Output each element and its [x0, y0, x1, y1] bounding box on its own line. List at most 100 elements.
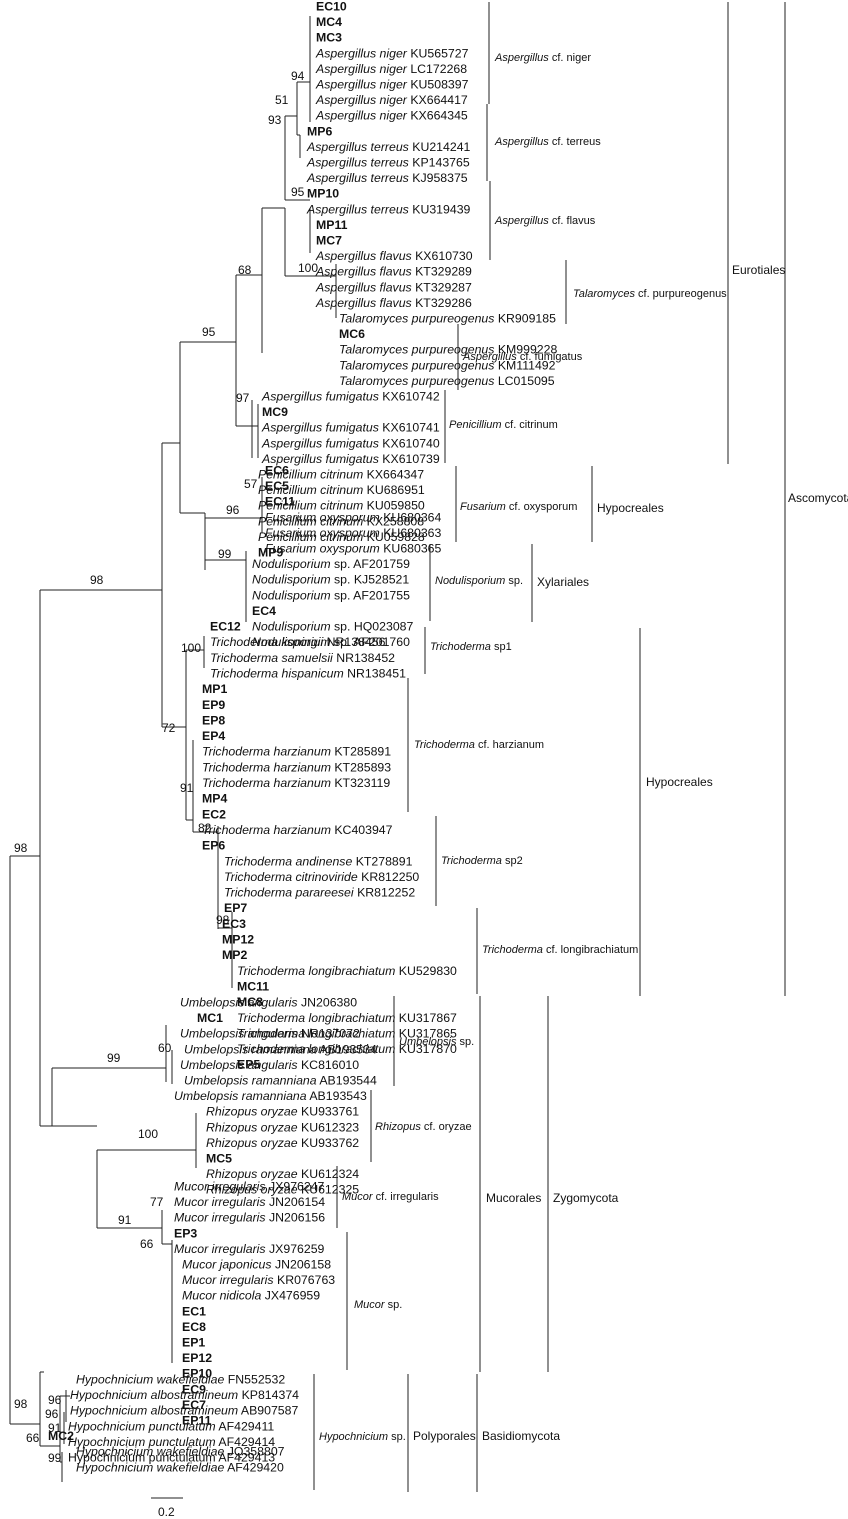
taxon-accession: sp. HQ023087 — [334, 620, 413, 634]
taxon-species: Aspergillus flavus — [315, 296, 412, 310]
taxon-reference: Trichoderma harzianum KT285891 — [202, 745, 391, 759]
taxon-reference: Hypochnicium wakefieldiae FN552532 — [76, 1373, 285, 1387]
taxon-accession: KU317867 — [399, 1011, 457, 1025]
taxon-accession: KT278891 — [356, 854, 413, 868]
taxon-species: Umbelopsis ramanniana — [184, 1042, 317, 1056]
bootstrap-value: 91 — [48, 1421, 62, 1435]
taxon-reference: Hypochnicium wakefieldiae AF429420 — [76, 1460, 284, 1474]
phylum-label: Basidiomycota — [482, 1429, 560, 1443]
taxon-reference: Aspergillus flavus KT329287 — [315, 280, 472, 294]
taxon-accession: KT329286 — [415, 296, 472, 310]
taxon-species: Trichoderma koningii — [210, 635, 324, 649]
taxon-species: Talaromyces purpureogenus — [339, 343, 494, 357]
taxon-accession: KU059828 — [367, 530, 425, 544]
taxon-species: Mucor irregularis — [174, 1195, 266, 1209]
species-group-label: Aspergillus cf. terreus — [494, 136, 601, 148]
taxon-reference: Aspergillus fumigatus KX610742 — [261, 390, 440, 404]
species-group-label: Rhizopus cf. oryzae — [375, 1121, 472, 1133]
taxon-species: Penicillium citrinum — [258, 499, 363, 513]
taxon-accession: KU933761 — [301, 1105, 359, 1119]
taxon-accession: AB193543 — [309, 1089, 367, 1103]
taxon-accession: KU317870 — [399, 1042, 457, 1056]
taxon-species: Aspergillus niger — [315, 62, 408, 76]
taxon-isolate: MC4 — [316, 15, 342, 29]
taxon-isolate: EP10 — [182, 1367, 212, 1381]
taxon-reference: Trichoderma longibrachiatum KU317870 — [237, 1042, 457, 1056]
taxon-accession: sp. KJ528521 — [334, 573, 409, 587]
taxon-reference: Rhizopus oryzae KU612324 — [206, 1167, 359, 1181]
taxon-species: Fusarium oxysporum — [265, 510, 380, 524]
taxon-species: Hypochnicium albostramineum — [70, 1388, 238, 1402]
taxon-reference: Aspergillus terreus KU214241 — [306, 140, 471, 154]
taxon-accession: KP143765 — [412, 156, 470, 170]
taxon-reference: Umbelopsis ramanniana AB193544 — [184, 1074, 377, 1088]
bootstrap-value: 99 — [48, 1451, 62, 1465]
taxon-species: Aspergillus flavus — [315, 265, 412, 279]
taxon-species: Rhizopus oryzae — [206, 1120, 298, 1134]
taxon-reference: Trichoderma citrinoviride KR812250 — [224, 870, 419, 884]
taxon-species: Trichoderma harzianum — [202, 776, 331, 790]
scale-bar: 0.2 — [151, 1497, 183, 1519]
species-group-label: Fusarium cf. oxysporum — [460, 501, 577, 513]
taxon-accession: AF429411 — [218, 1419, 274, 1433]
taxon-species: Aspergillus fumigatus — [261, 421, 379, 435]
taxon-accession: KP814374 — [242, 1388, 300, 1402]
taxon-isolate: EC10 — [316, 0, 347, 14]
taxon-species: Hypochnicium punctulatum — [68, 1435, 216, 1449]
group-qualifier: sp. — [385, 1299, 403, 1311]
taxon-reference: Rhizopus oryzae KU933761 — [206, 1105, 359, 1119]
group-qualifier: cf. flavus — [549, 215, 596, 227]
taxon-reference: Rhizopus oryzae KU612325 — [206, 1183, 359, 1197]
taxon-species: Umbelopsis ramanniana — [174, 1089, 307, 1103]
taxon-reference: Mucor irregularis JN206154 — [174, 1195, 325, 1209]
taxon-reference: Rhizopus oryzae KU933762 — [206, 1136, 359, 1150]
taxon-isolate: EC3 — [222, 917, 246, 931]
taxon-species: Fusarium oxysporum — [265, 526, 380, 540]
taxon-species: Aspergillus flavus — [315, 280, 412, 294]
species-group-label: Trichoderma cf. harzianum — [414, 739, 544, 751]
taxon-reference: Aspergillus flavus KT329286 — [315, 296, 472, 310]
taxon-accession: NR138452 — [336, 651, 395, 665]
taxon-reference: Nodulisporium sp. AF201760 — [252, 635, 410, 649]
order-label: Eurotiales — [732, 263, 785, 277]
taxon-species: Nodulisporium — [252, 573, 331, 587]
taxon-species: Fusarium oxysporum — [265, 542, 380, 556]
order-label: Hypocreales — [597, 501, 664, 515]
taxon-species: Hypochnicium wakefieldiae — [76, 1445, 224, 1459]
taxon-reference: Talaromyces purpureogenus KR909185 — [339, 312, 556, 326]
bootstrap-value: 72 — [162, 721, 176, 735]
taxon-species: Trichoderma samuelsii — [210, 651, 334, 665]
group-qualifier: cf. harzianum — [475, 739, 544, 751]
taxon-accession: KR812250 — [361, 870, 419, 884]
group-genus: Penicillium — [449, 419, 502, 431]
taxon-accession: JN206158 — [275, 1258, 331, 1272]
taxon-reference: Rhizopus oryzae KU612323 — [206, 1120, 359, 1134]
taxon-reference: Aspergillus terreus KP143765 — [306, 156, 470, 170]
taxon-accession: JQ358807 — [228, 1445, 285, 1459]
taxon-species: Nodulisporium — [252, 620, 331, 634]
taxon-accession: KC403947 — [334, 823, 392, 837]
group-qualifier: sp1 — [491, 641, 512, 653]
taxon-reference: Hypochnicium punctulatum AF429411 — [68, 1419, 274, 1433]
taxon-reference: Trichoderma harzianum KC403947 — [202, 823, 393, 837]
taxon-accession: KR812252 — [357, 886, 415, 900]
taxon-accession: AF429413 — [218, 1451, 275, 1465]
taxon-species: Talaromyces purpureogenus — [339, 374, 494, 388]
taxon-isolate: MC5 — [206, 1152, 232, 1166]
taxon-species: Talaromyces purpureogenus — [339, 312, 494, 326]
taxon-species: Umbelopsis angularis — [180, 1058, 298, 1072]
group-genus: Mucor — [342, 1191, 374, 1203]
taxon-accession: KR909185 — [498, 312, 556, 326]
taxon-accession: KU059850 — [367, 499, 425, 513]
bootstrap-value: 99 — [107, 1051, 121, 1065]
taxon-accession: NR138456 — [327, 635, 386, 649]
order-label: Xylariales — [537, 575, 589, 589]
taxon-isolate: MC1 — [197, 1011, 223, 1025]
taxon-reference: Trichoderma samuelsii NR138452 — [210, 651, 395, 665]
taxon-species: Mucor irregularis — [174, 1242, 266, 1256]
taxon-isolate: EC8 — [182, 1320, 206, 1334]
taxon-reference: Nodulisporium sp. AF201755 — [252, 588, 410, 602]
group-genus: Trichoderma — [482, 944, 543, 956]
bootstrap-value: 95 — [291, 185, 305, 199]
